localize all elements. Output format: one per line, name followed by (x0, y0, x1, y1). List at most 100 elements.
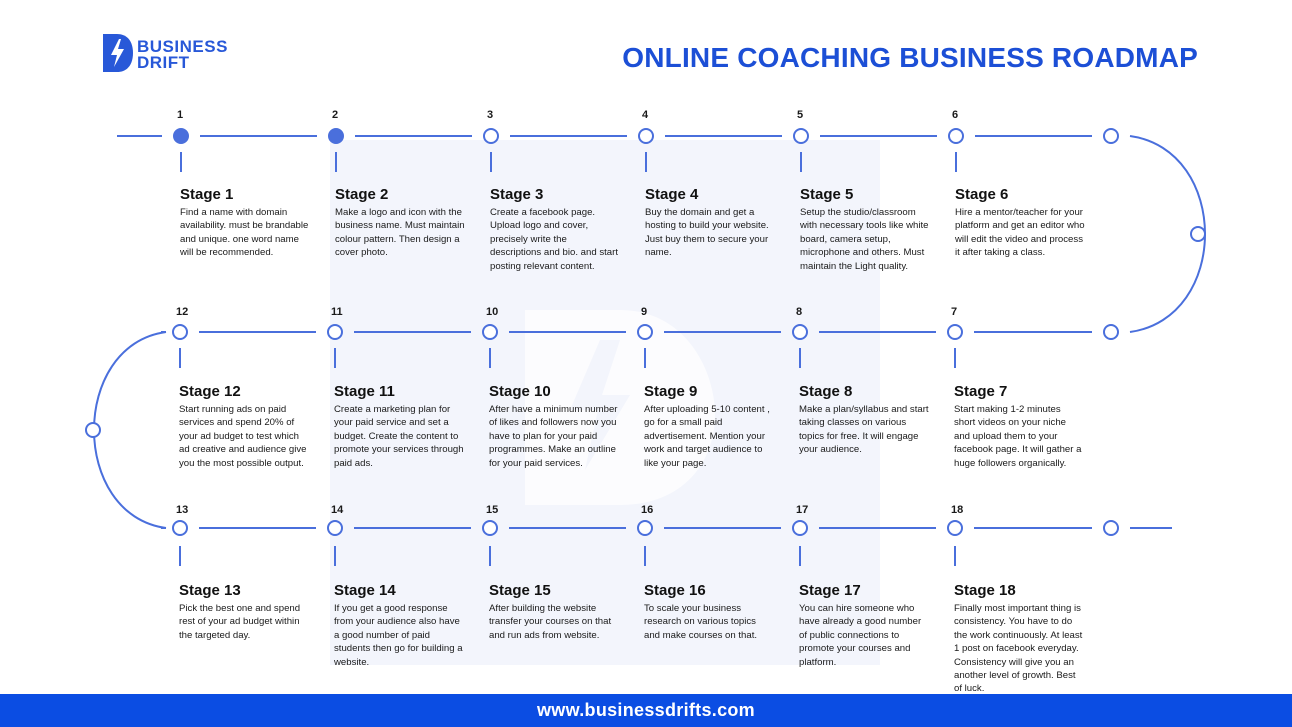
stage-description: You can hire someone who have already a … (799, 603, 922, 668)
page-title: ONLINE COACHING BUSINESS ROADMAP (622, 42, 1198, 73)
stage-number: 6 (952, 109, 959, 121)
connector-marker (1103, 128, 1119, 144)
stage-description: Make a logo and icon with the business n… (335, 207, 465, 259)
stage-card: Stage 3 Create a facebook page. Upload lo… (490, 186, 620, 273)
stage-title: Stage 1 (180, 186, 234, 203)
stage-marker (793, 128, 809, 144)
footer-bar: www.businessdrifts.com (0, 694, 1292, 727)
stage-title: Stage 17 (799, 582, 861, 599)
stage-marker (327, 324, 343, 340)
stage-card: Stage 17 You can hire someone who have al… (799, 582, 929, 669)
stage-title: Stage 12 (179, 383, 241, 400)
stage-title: Stage 3 (490, 186, 544, 203)
stage-title: Stage 5 (800, 186, 854, 203)
brand-logo: BUSINESS DRIFT (103, 34, 233, 74)
stage-description: Start running ads on paid services and s… (179, 404, 307, 469)
watermark-logo (330, 140, 880, 665)
stage-marker (792, 324, 808, 340)
stage-description: After uploading 5-10 content , go for a … (644, 404, 770, 469)
stage-description: Create a facebook page. Upload logo and … (490, 207, 618, 272)
stage-marker (947, 520, 963, 536)
stage-number: 4 (642, 109, 649, 121)
stage-number: 13 (176, 504, 189, 516)
stage-card: Stage 2 Make a logo and icon with the bus… (335, 186, 465, 260)
stage-number: 5 (797, 109, 804, 121)
stage-card: Stage 18 Finally most important thing is … (954, 582, 1084, 696)
stage-title: Stage 7 (954, 383, 1008, 400)
stage-marker (172, 520, 188, 536)
stage-description: After building the website transfer your… (489, 603, 612, 641)
stage-description: Start making 1-2 minutes short videos on… (954, 404, 1082, 469)
stage-card: Stage 6 Hire a mentor/teacher for your pl… (955, 186, 1085, 260)
stage-description: Hire a mentor/teacher for your platform … (955, 207, 1085, 259)
stage-title: Stage 8 (799, 383, 853, 400)
stage-card: Stage 12 Start running ads on paid servic… (179, 383, 309, 470)
stage-number: 16 (641, 504, 654, 516)
stage-card: Stage 5 Setup the studio/classroom with n… (800, 186, 930, 273)
stage-marker (948, 128, 964, 144)
brand-name-line1: BUSINESS (137, 37, 228, 56)
stage-marker (172, 324, 188, 340)
stage-marker (947, 324, 963, 340)
stage-title: Stage 9 (644, 383, 698, 400)
stage-card: Stage 15 After building the website trans… (489, 582, 619, 642)
stage-marker (792, 520, 808, 536)
stage-number: 18 (951, 504, 964, 516)
stage-number: 2 (332, 109, 339, 121)
website-url[interactable]: www.businessdrifts.com (537, 700, 755, 720)
stage-card: Stage 8 Make a plan/syllabus and start ta… (799, 383, 929, 457)
stage-title: Stage 14 (334, 582, 396, 599)
stage-number: 3 (487, 109, 494, 121)
stage-number: 14 (331, 504, 344, 516)
brand-name-line2: DRIFT (137, 53, 190, 72)
timeline-curve (93, 331, 167, 529)
stage-card: Stage 7 Start making 1-2 minutes short vi… (954, 383, 1084, 470)
connector-marker (85, 422, 101, 438)
stage-title: Stage 18 (954, 582, 1016, 599)
stage-number: 1 (177, 109, 184, 121)
stage-title: Stage 16 (644, 582, 706, 599)
stage-title: Stage 6 (955, 186, 1009, 203)
stage-card: Stage 14 If you get a good response from … (334, 582, 464, 669)
stage-card: Stage 9 After uploading 5-10 content , go… (644, 383, 774, 470)
stage-description: After have a minimum number of likes and… (489, 404, 618, 469)
stage-card: Stage 1 Find a name with domain availabil… (180, 186, 310, 260)
stage-number: 7 (951, 306, 958, 318)
stage-title: Stage 2 (335, 186, 389, 203)
stage-description: Make a plan/syllabus and start taking cl… (799, 404, 929, 456)
stage-number: 8 (796, 306, 803, 318)
stage-description: Find a name with domain availability. mu… (180, 207, 309, 259)
stage-marker (638, 128, 654, 144)
stage-marker (637, 520, 653, 536)
lightning-bolt-icon (103, 34, 133, 72)
stage-description: Finally most important thing is consiste… (954, 603, 1083, 695)
stage-card: Stage 10 After have a minimum number of l… (489, 383, 619, 470)
stage-description: If you get a good response from your aud… (334, 603, 463, 668)
stage-marker (483, 128, 499, 144)
stage-title: Stage 13 (179, 582, 241, 599)
stage-number: 9 (641, 306, 648, 318)
stage-marker (327, 520, 343, 536)
stage-description: Create a marketing plan for your paid se… (334, 404, 464, 469)
stage-description: Setup the studio/classroom with necessar… (800, 207, 929, 272)
stage-number: 15 (486, 504, 499, 516)
stage-marker (637, 324, 653, 340)
stage-description: To scale your business research on vario… (644, 603, 758, 641)
stage-title: Stage 10 (489, 383, 551, 400)
connector-marker (1190, 226, 1206, 242)
stage-number: 12 (176, 306, 189, 318)
stage-marker (328, 128, 344, 144)
connector-marker (1103, 324, 1119, 340)
stage-card: Stage 11 Create a marketing plan for your… (334, 383, 464, 470)
stage-number: 10 (486, 306, 499, 318)
stage-marker (173, 128, 189, 144)
stage-title: Stage 11 (334, 383, 395, 400)
stage-marker (482, 324, 498, 340)
stage-description: Buy the domain and get a hosting to buil… (645, 207, 769, 259)
stage-number: 11 (331, 306, 343, 318)
stage-title: Stage 15 (489, 582, 551, 599)
stage-marker (482, 520, 498, 536)
stage-number: 17 (796, 504, 809, 516)
